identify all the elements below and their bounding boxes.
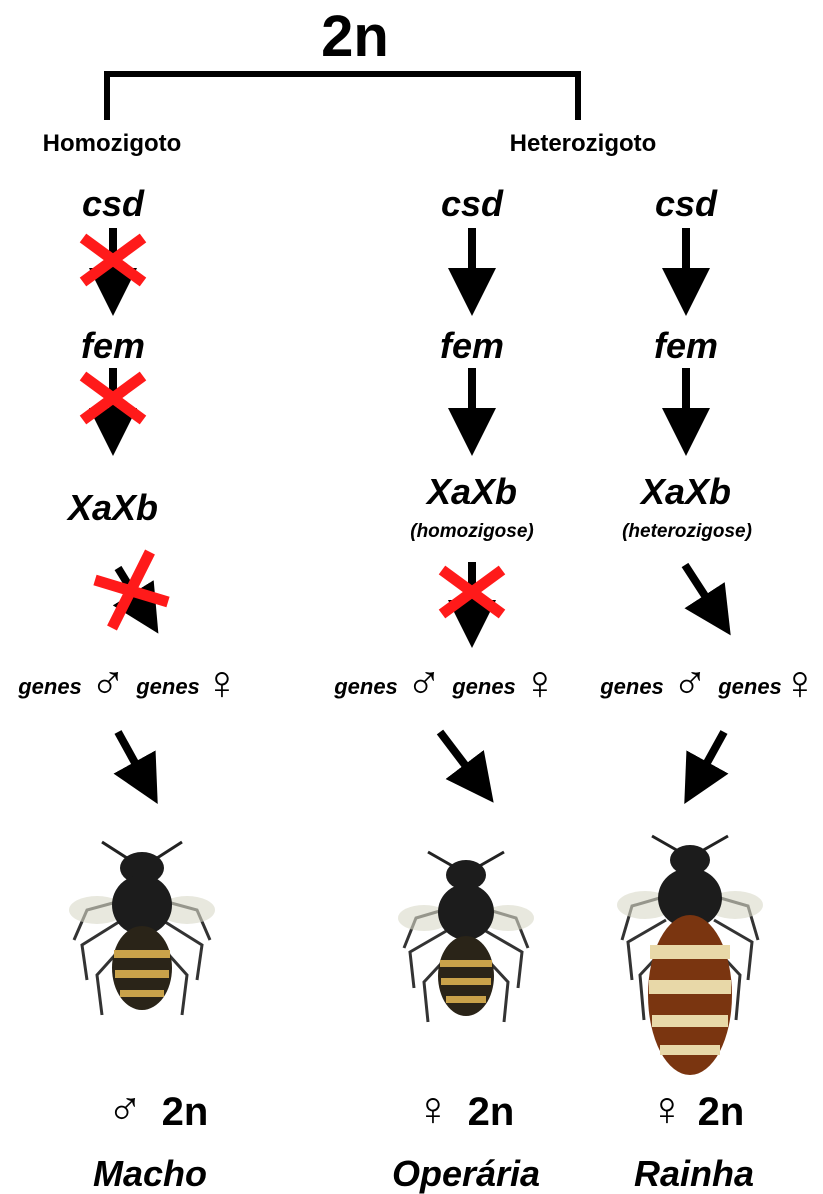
col3-sex-symbol: ♀ — [644, 1086, 690, 1134]
bee-worker-image — [398, 852, 534, 1022]
col2-ploidy: 2n — [456, 1092, 526, 1132]
col1-caste-name: Macho — [70, 1156, 230, 1192]
col3-caste-name: Rainha — [624, 1156, 764, 1192]
col3-ploidy: 2n — [686, 1092, 756, 1132]
col1-sex-symbol: ♂ — [100, 1086, 150, 1134]
col2-caste-name: Operária — [376, 1156, 556, 1192]
bee-drone-image — [69, 842, 215, 1015]
col1-ploidy: 2n — [150, 1092, 220, 1132]
bee-queen-image — [617, 836, 763, 1075]
col2-sex-symbol: ♀ — [410, 1086, 456, 1134]
